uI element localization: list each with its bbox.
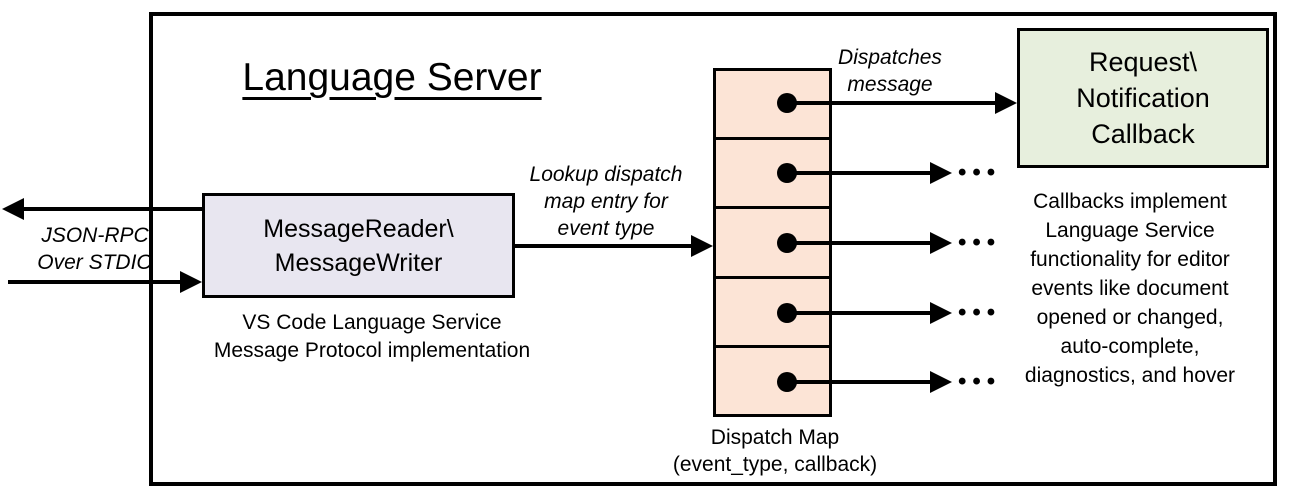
right-arrow-icon <box>691 235 713 257</box>
ellipsis: ••• <box>958 159 1002 186</box>
ellipsis: ••• <box>958 229 1002 256</box>
right-arrow-icon <box>930 162 952 184</box>
message-reader-writer-label: MessageReader\ MessageWriter <box>263 214 454 277</box>
request-notification-callback-box: Request\ Notification Callback <box>1017 28 1269 168</box>
dispatch-arrow-line <box>787 380 932 384</box>
ellipsis: ••• <box>958 299 1002 326</box>
request-notification-callback-label: Request\ Notification Callback <box>1076 47 1210 149</box>
callbacks-caption: Callbacks implement Language Service fun… <box>1024 190 1236 387</box>
dispatch-map-cell <box>716 344 829 414</box>
dispatch-arrow-line <box>787 311 932 315</box>
lookup-dispatch-label: Lookup dispatch map entry for event type <box>529 163 683 240</box>
diagram-title: Language Server <box>242 56 542 99</box>
right-arrow-icon <box>930 232 952 254</box>
dispatches-message-label: Dispatches message <box>838 46 942 96</box>
right-arrow-icon <box>995 92 1017 114</box>
right-arrow-icon <box>930 371 952 393</box>
json-rpc-label: JSON-RPC Over STDIO <box>37 224 153 274</box>
dispatch-map-cell <box>716 275 829 345</box>
lookup-arrow-line <box>515 244 693 248</box>
stdio-in-arrow-line <box>8 280 182 284</box>
dispatch-map-caption: Dispatch Map (event_type, callback) <box>672 426 878 476</box>
dispatch-arrow-line <box>787 171 932 175</box>
ellipsis: ••• <box>958 368 1002 395</box>
message-reader-writer-box: MessageReader\ MessageWriter <box>202 193 515 298</box>
dispatch-arrow-line <box>787 241 932 245</box>
message-reader-caption: VS Code Language Service Message Protoco… <box>213 311 531 362</box>
right-arrow-icon <box>180 271 202 293</box>
dispatch-map-cell <box>716 137 829 206</box>
right-arrow-icon <box>930 302 952 324</box>
dispatch-map-cell <box>716 206 829 275</box>
dispatch-arrow-line <box>787 101 997 105</box>
stdio-out-arrow-line <box>24 207 202 211</box>
language-server-boundary-box <box>149 12 1277 486</box>
left-arrow-icon <box>2 198 24 220</box>
